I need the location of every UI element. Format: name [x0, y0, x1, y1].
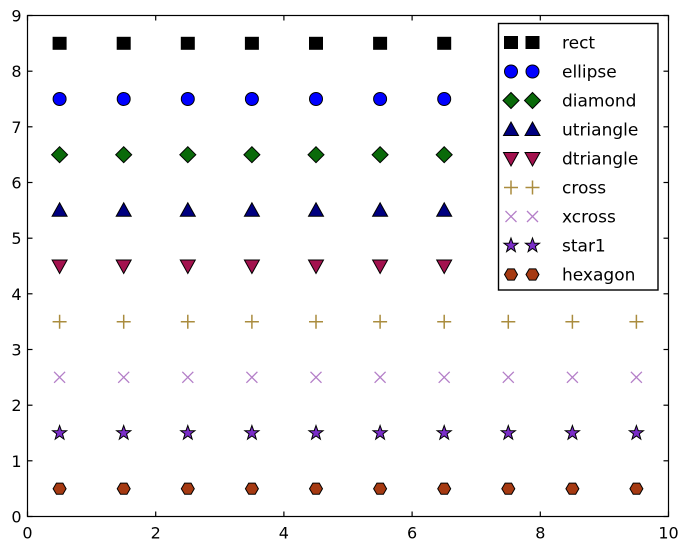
- legend-box: [497, 22, 659, 291]
- y-tick-label: 8: [11, 62, 21, 81]
- legend-entry-rect: rect: [504, 34, 595, 54]
- series-cross: [52, 314, 644, 329]
- x-tick-label: 10: [658, 524, 678, 543]
- x-tick-label: 4: [279, 524, 289, 543]
- legend-entry-xcross: xcross: [505, 208, 616, 228]
- legend-label: xcross: [562, 208, 616, 228]
- series-xcross: [53, 371, 643, 384]
- legend-label: diamond: [562, 92, 636, 112]
- legend-label: hexagon: [562, 266, 635, 286]
- y-tick-label: 6: [11, 174, 21, 193]
- legend-entry-cross: cross: [504, 179, 606, 199]
- series-hexagon: [52, 482, 644, 495]
- x-tick-label: 6: [407, 524, 417, 543]
- y-tick-label: 0: [11, 508, 21, 527]
- x-tick-label: 2: [151, 524, 161, 543]
- legend-label: star1: [562, 237, 606, 257]
- plot-border: [26, 14, 670, 518]
- legend-entry-star1: star1: [502, 236, 606, 257]
- y-tick-label: 3: [11, 341, 21, 360]
- legend-entry-diamond: diamond: [502, 92, 636, 112]
- legend-label: dtriangle: [562, 150, 638, 170]
- y-tick-label: 5: [11, 229, 21, 248]
- legend-label: ellipse: [562, 63, 617, 83]
- x-tick-label: 8: [535, 524, 545, 543]
- legend-entry-dtriangle: dtriangle: [502, 150, 638, 170]
- y-tick-label: 9: [11, 7, 21, 26]
- legend-label: utriangle: [562, 121, 638, 141]
- y-tick-label: 2: [11, 396, 21, 415]
- y-tick-label: 7: [11, 118, 21, 137]
- legend-entry-utriangle: utriangle: [502, 121, 638, 141]
- legend-label: cross: [562, 179, 606, 199]
- y-tick-label: 4: [11, 285, 21, 304]
- series-star1: [51, 423, 645, 441]
- legend: rect ellipse diamond utriangle dtriangle cros…: [497, 22, 659, 291]
- x-tick-label: 0: [22, 524, 32, 543]
- legend-entry-ellipse: ellipse: [504, 63, 617, 83]
- legend-label: rect: [562, 34, 595, 54]
- y-tick-label: 1: [11, 452, 21, 471]
- legend-entry-hexagon: hexagon: [503, 266, 635, 286]
